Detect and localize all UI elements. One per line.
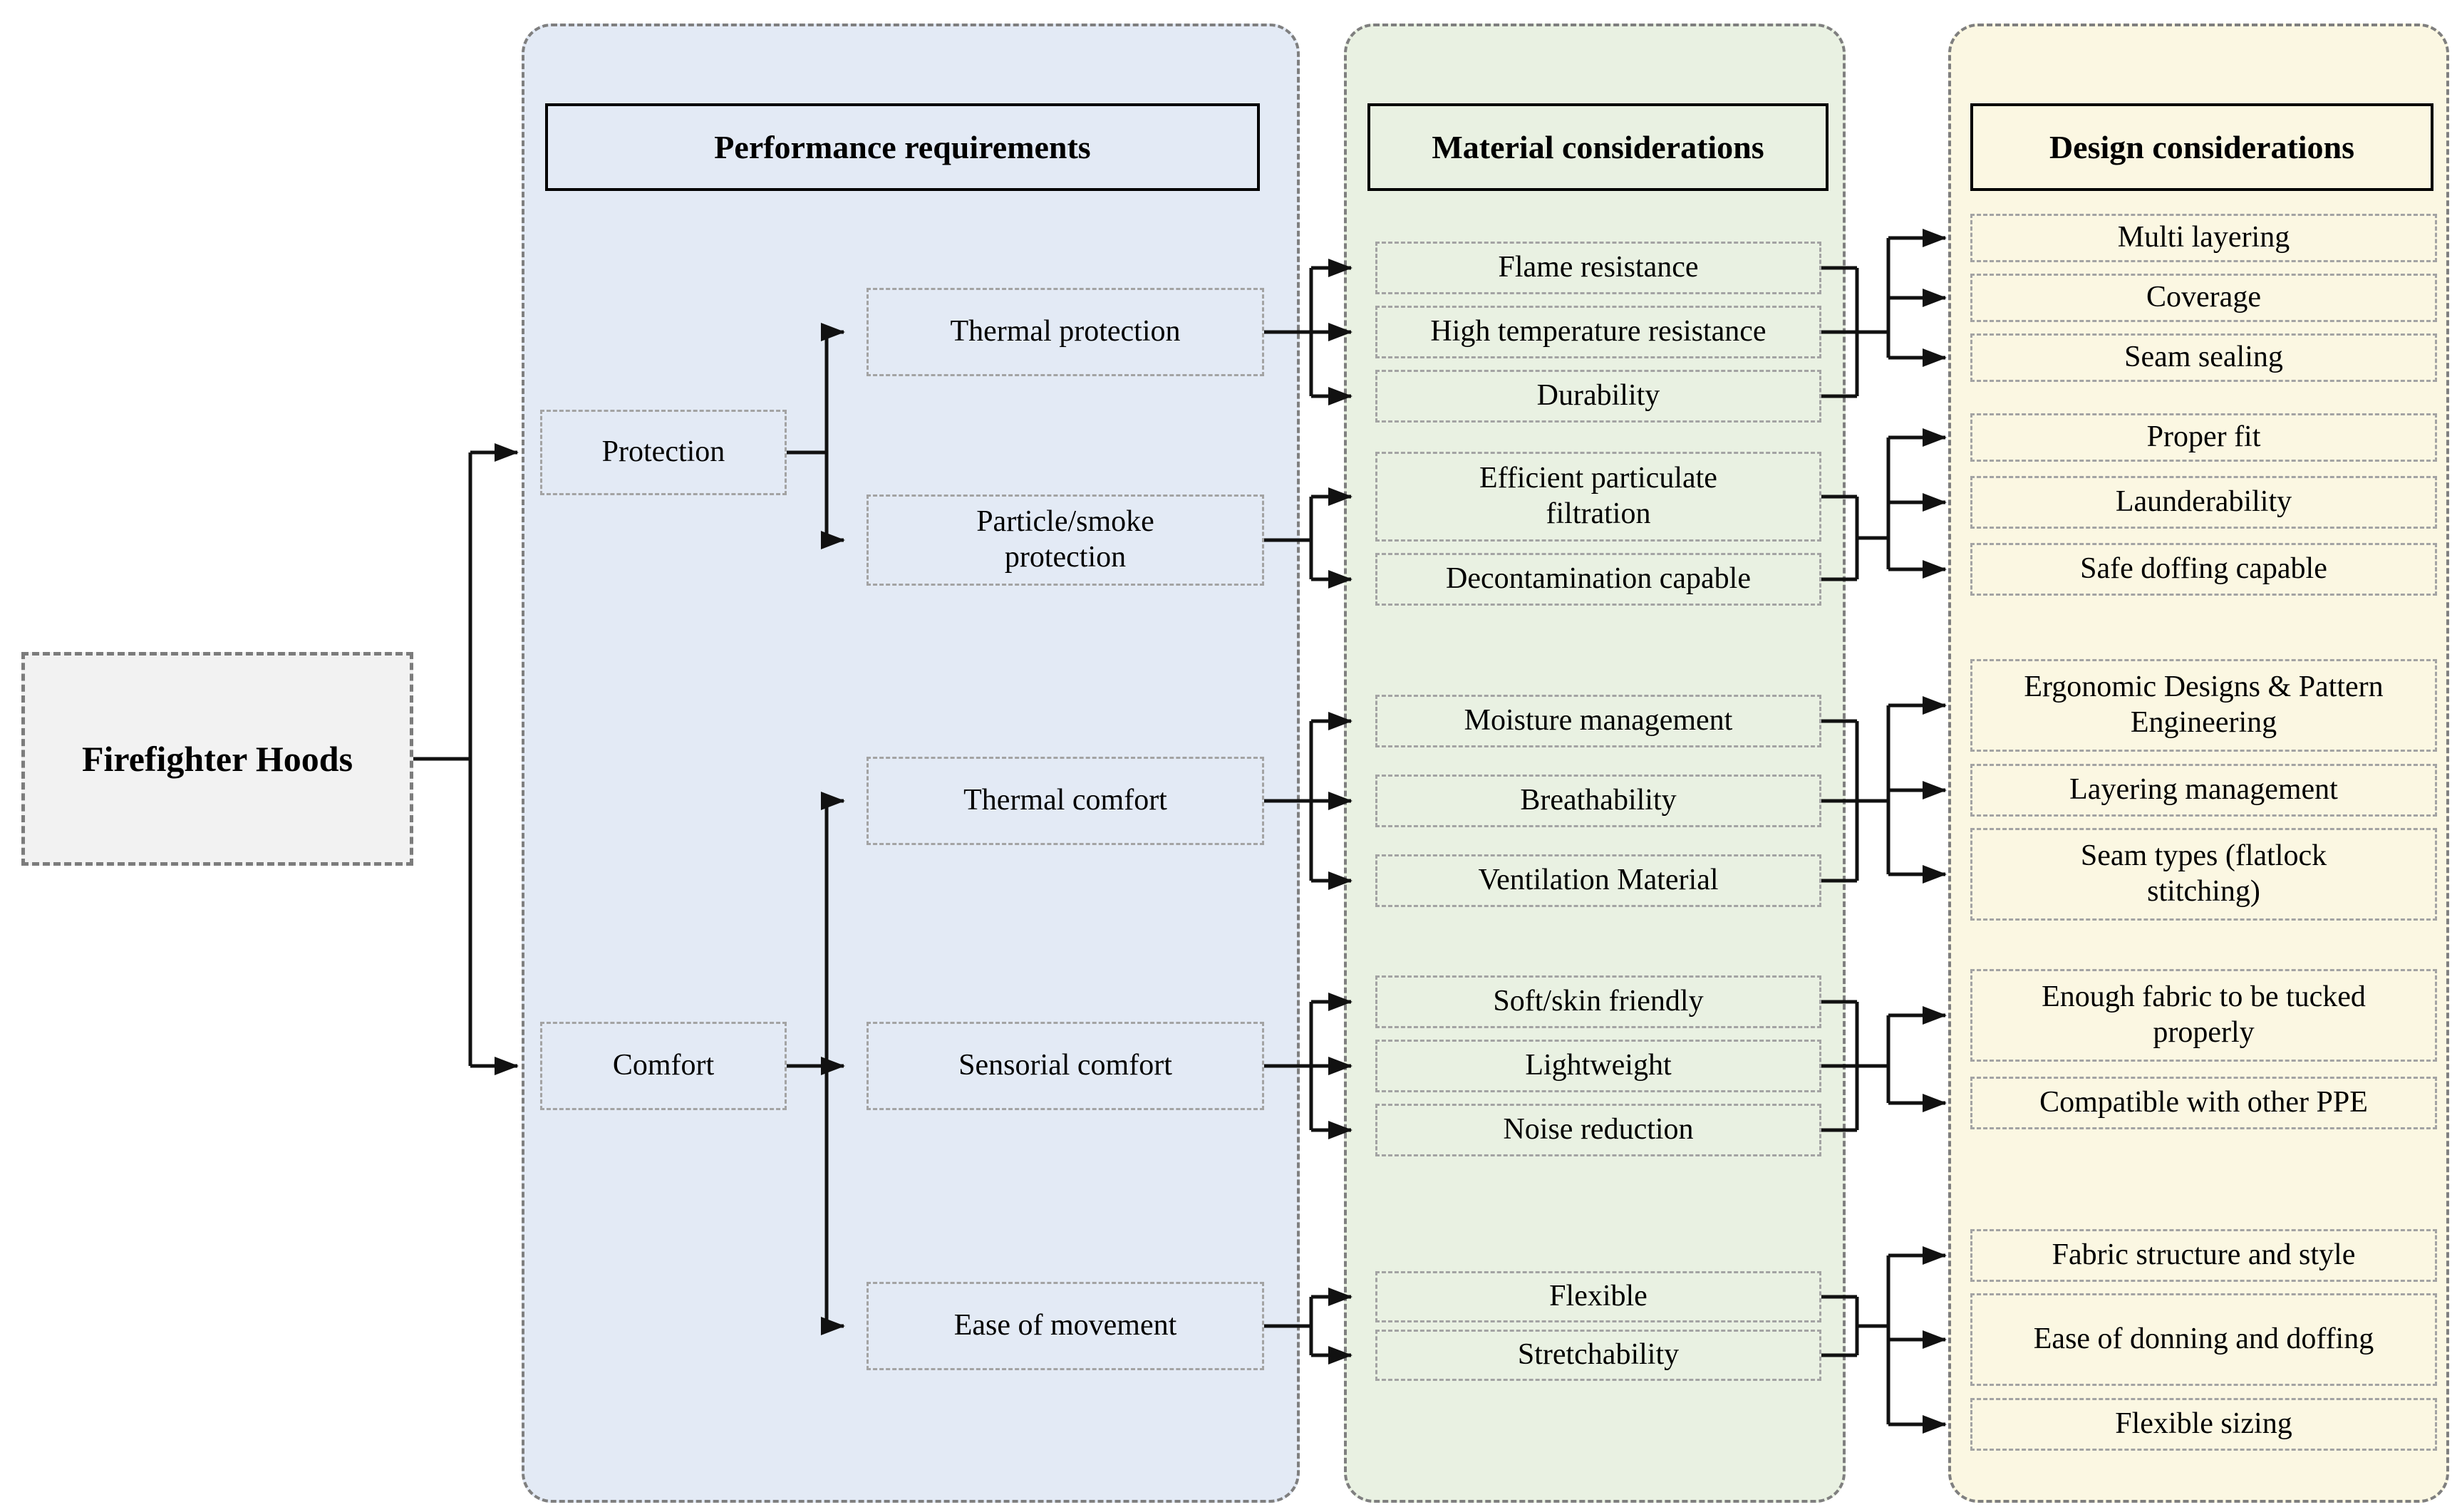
node-launderability: Launderability [1970, 476, 2437, 529]
node-seam-types: Seam types (flatlock stitching) [1970, 828, 2437, 921]
node-coverage: Coverage [1970, 274, 2437, 322]
root-node-firefighter-hoods: Firefighter Hoods [21, 652, 413, 866]
node-ergonomic-designs: Ergonomic Designs & Pattern Engineering [1970, 659, 2437, 752]
node-protection: Protection [540, 410, 787, 495]
node-enough-fabric: Enough fabric to be tucked properly [1970, 969, 2437, 1062]
node-noise-reduction: Noise reduction [1375, 1104, 1821, 1156]
node-flexible-sizing: Flexible sizing [1970, 1398, 2437, 1451]
node-lightweight: Lightweight [1375, 1040, 1821, 1092]
node-compatible-with-other-ppe: Compatible with other PPE [1970, 1077, 2437, 1129]
connector-groupB-bracket [1821, 437, 1890, 581]
node-seam-sealing: Seam sealing [1970, 333, 2437, 382]
node-flame-resistance: Flame resistance [1375, 242, 1821, 294]
node-fabric-structure-style: Fabric structure and style [1970, 1229, 2437, 1282]
node-durability: Durability [1375, 370, 1821, 423]
node-efficient-particulate-filtration: Efficient particulate filtration [1375, 452, 1821, 542]
node-particle-smoke-protection: Particle/smoke protection [867, 494, 1264, 586]
node-decontamination-capable: Decontamination capable [1375, 553, 1821, 606]
node-proper-fit: Proper fit [1970, 413, 2437, 462]
connector-groupA-bracket [1821, 238, 1890, 398]
connector-particle-trunk [1264, 497, 1313, 579]
node-comfort: Comfort [540, 1022, 787, 1110]
node-thermal-protection: Thermal protection [867, 288, 1264, 376]
connector-groupE-bracket [1821, 1255, 1890, 1424]
node-soft-skin-friendly: Soft/skin friendly [1375, 975, 1821, 1028]
node-multi-layering: Multi layering [1970, 214, 2437, 262]
node-breathability: Breathability [1375, 775, 1821, 827]
node-flexible: Flexible [1375, 1271, 1821, 1322]
connector-protection-trunk [787, 332, 829, 540]
header-design-considerations: Design considerations [1970, 103, 2433, 191]
node-thermal-comfort: Thermal comfort [867, 757, 1264, 845]
node-layering-management: Layering management [1970, 764, 2437, 817]
node-stretchability: Stretchability [1375, 1330, 1821, 1381]
connector-groupC-bracket [1821, 705, 1890, 883]
performance-requirements-panel [522, 24, 1300, 1503]
node-high-temperature-resistance: High temperature resistance [1375, 306, 1821, 358]
connector-root-trunk [413, 452, 472, 1066]
node-ease-of-movement: Ease of movement [867, 1282, 1264, 1370]
node-sensorial-comfort: Sensorial comfort [867, 1022, 1264, 1110]
design-considerations-panel [1948, 24, 2449, 1503]
node-ventilation-material: Ventilation Material [1375, 854, 1821, 907]
node-ease-donning-doffing: Ease of donning and doffing [1970, 1293, 2437, 1386]
node-moisture-management: Moisture management [1375, 695, 1821, 747]
material-considerations-panel [1344, 24, 1846, 1503]
header-material-considerations: Material considerations [1367, 103, 1828, 191]
header-performance-requirements: Performance requirements [545, 103, 1260, 191]
node-safe-doffing-capable: Safe doffing capable [1970, 543, 2437, 596]
connector-groupD-bracket [1821, 1000, 1890, 1132]
connector-easemove-trunk [1264, 1297, 1313, 1355]
